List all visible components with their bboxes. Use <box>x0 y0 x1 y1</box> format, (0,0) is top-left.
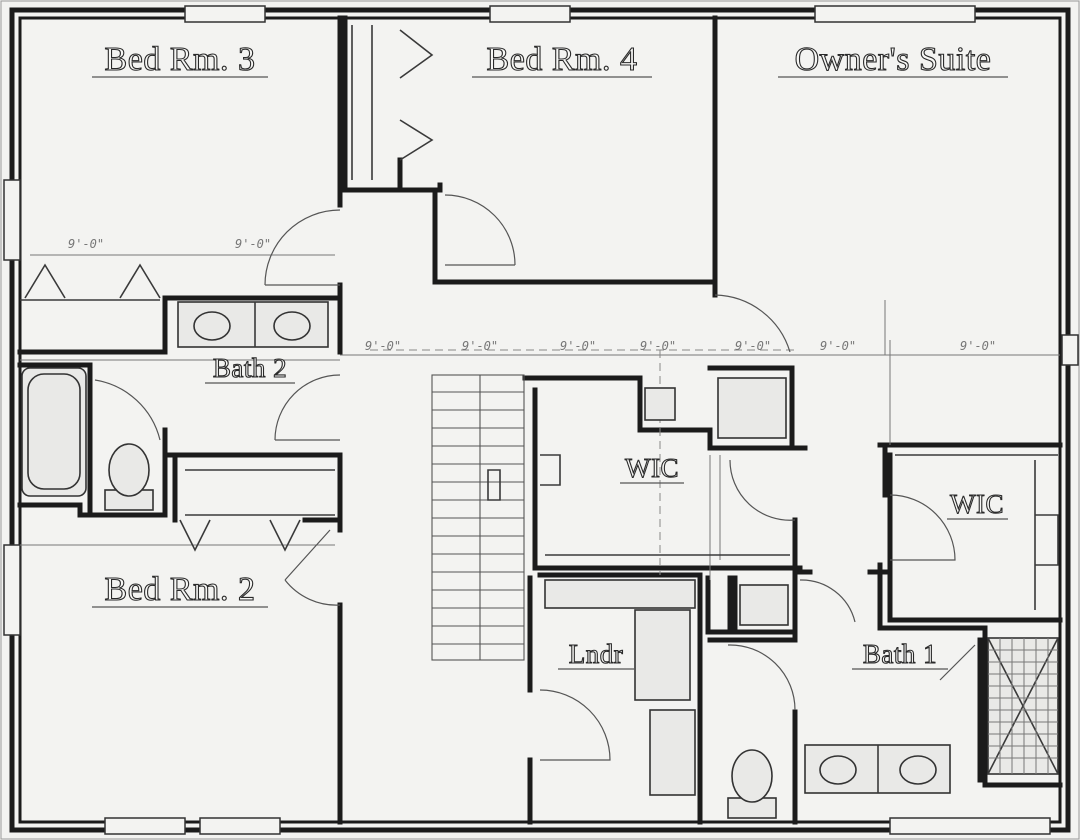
stairs <box>431 374 525 661</box>
door-swings <box>94 194 976 761</box>
dimension-label: 9'-0" <box>735 339 771 353</box>
room-label-bed-rm-4: Bed Rm. 4 <box>487 41 638 78</box>
room-label-laundry: Lndr <box>569 639 623 669</box>
room-labels: Bed Rm. 3 Bed Rm. 4 Owner's Suite Bath 2… <box>92 40 1008 670</box>
room-label-wic-right: WIC <box>950 489 1004 519</box>
dimension-label: 9'-0" <box>960 339 996 353</box>
room-label-bed-rm-3: Bed Rm. 3 <box>105 41 256 78</box>
dimension-notes: 9'-0" 9'-0" 9'-0" 9'-0" 9'-0" 9'-0" 9'-0… <box>68 237 996 353</box>
room-label-owners-suite: Owner's Suite <box>795 41 992 78</box>
dimension-label: 9'-0" <box>640 339 676 353</box>
room-label-bed-rm-2: Bed Rm. 2 <box>105 571 256 608</box>
dimension-label: 9'-0" <box>235 237 271 251</box>
room-label-bath-2: Bath 2 <box>213 353 287 383</box>
dimension-label: 9'-0" <box>820 339 856 353</box>
interior-walls <box>17 15 1063 825</box>
dimension-label: 9'-0" <box>462 339 498 353</box>
plumbing-fixtures <box>21 301 1059 819</box>
room-label-bath-1: Bath 1 <box>863 639 937 669</box>
closet-bifolds <box>20 25 434 552</box>
dimension-label: 9'-0" <box>560 339 596 353</box>
windows <box>3 5 1079 835</box>
dimension-label: 9'-0" <box>68 237 104 251</box>
closet-shelves <box>540 454 1059 610</box>
dimension-label: 9'-0" <box>365 339 401 353</box>
room-label-wic-center: WIC <box>625 453 679 483</box>
